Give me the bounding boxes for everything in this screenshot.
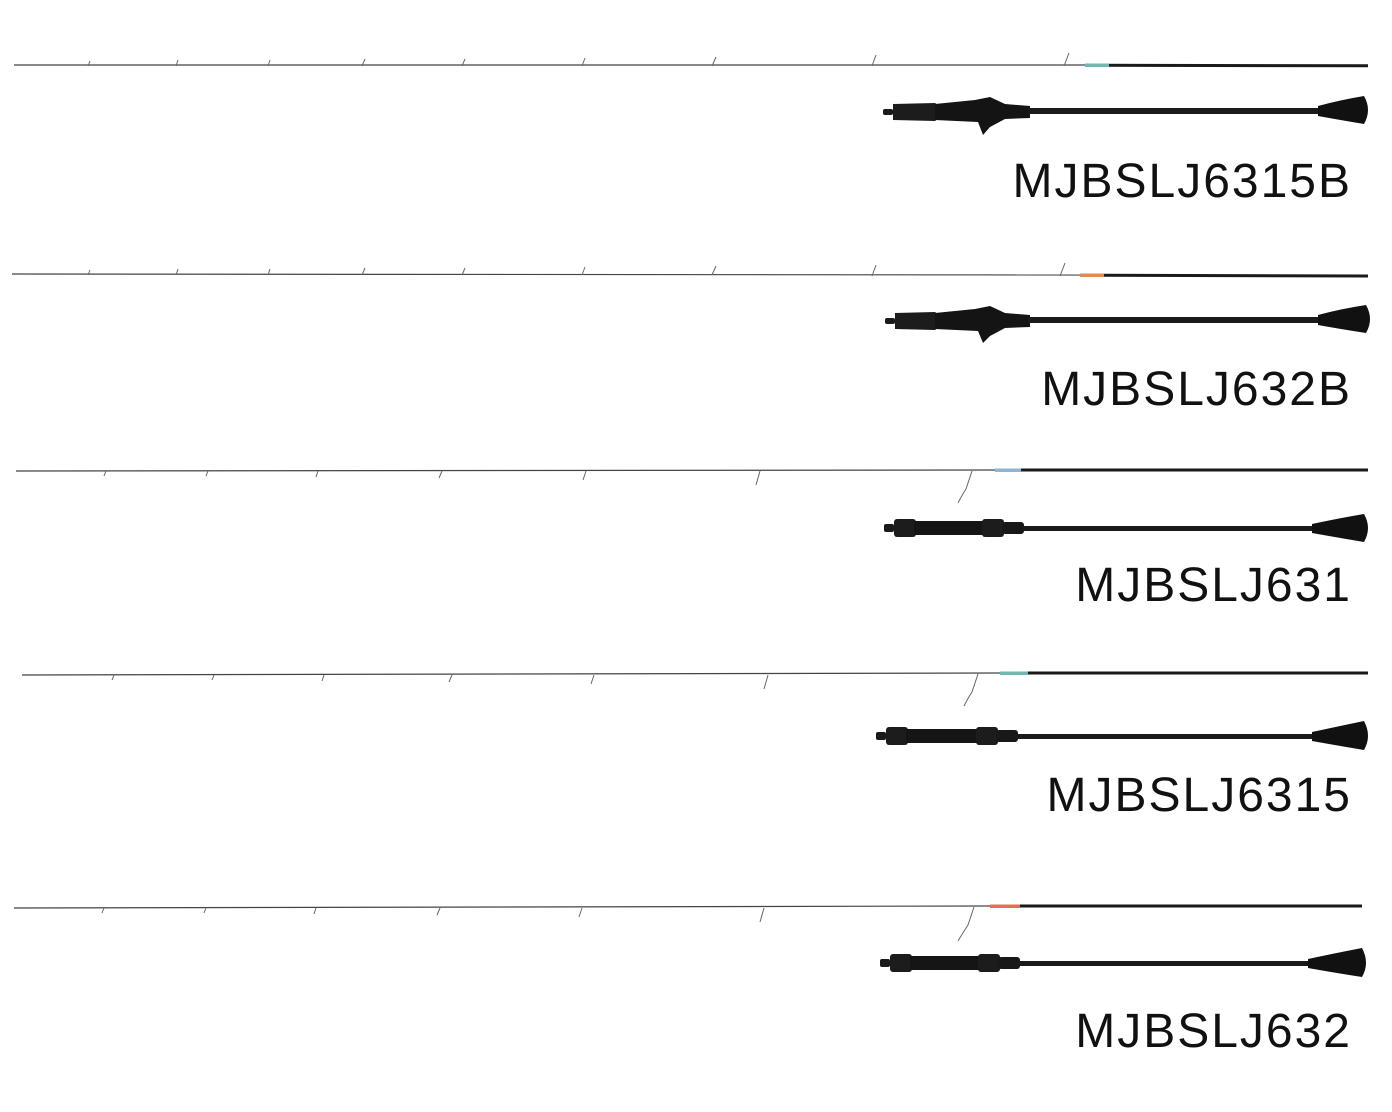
baitcasting-reel-seat-icon bbox=[883, 96, 1368, 135]
rod-item-mjbslj632b: MJBSLJ632B bbox=[0, 210, 1392, 430]
rod-image bbox=[11, 262, 1370, 343]
accent-wrap bbox=[990, 904, 1020, 908]
rod-blank-image bbox=[14, 52, 1369, 68]
rod-blank-image bbox=[15, 468, 1368, 504]
rod-item-mjbslj6315: MJBSLJ6315 bbox=[0, 620, 1392, 840]
model-label: MJBSLJ6315B bbox=[1012, 155, 1352, 208]
rod-item-mjbslj632: MJBSLJ632 bbox=[0, 850, 1392, 1080]
rod-image bbox=[21, 671, 1368, 750]
spinning-reel-seat-icon bbox=[884, 514, 1368, 542]
rod-image bbox=[13, 904, 1366, 977]
rod-item-mjbslj631: MJBSLJ631 bbox=[0, 420, 1392, 630]
model-label: MJBSLJ6315 bbox=[1046, 769, 1352, 822]
spinning-reel-seat-icon bbox=[876, 721, 1368, 750]
rod-item-mjbslj6315b: MJBSLJ6315B bbox=[0, 0, 1392, 220]
accent-wrap bbox=[1000, 671, 1028, 675]
rod-blank-image bbox=[21, 671, 1368, 707]
model-label: MJBSLJ631 bbox=[1075, 559, 1352, 612]
rod-blank-image bbox=[11, 262, 1369, 278]
model-label: MJBSLJ632 bbox=[1075, 1005, 1352, 1058]
model-label: MJBSLJ632B bbox=[1041, 363, 1352, 416]
accent-wrap bbox=[995, 468, 1021, 472]
rod-image bbox=[14, 52, 1369, 135]
accent-wrap bbox=[1080, 273, 1104, 277]
baitcasting-reel-seat-icon bbox=[885, 305, 1370, 343]
accent-wrap bbox=[1085, 63, 1109, 67]
rod-image bbox=[15, 468, 1368, 542]
rod-blank-image bbox=[13, 904, 1362, 942]
spinning-reel-seat-icon bbox=[880, 948, 1366, 977]
